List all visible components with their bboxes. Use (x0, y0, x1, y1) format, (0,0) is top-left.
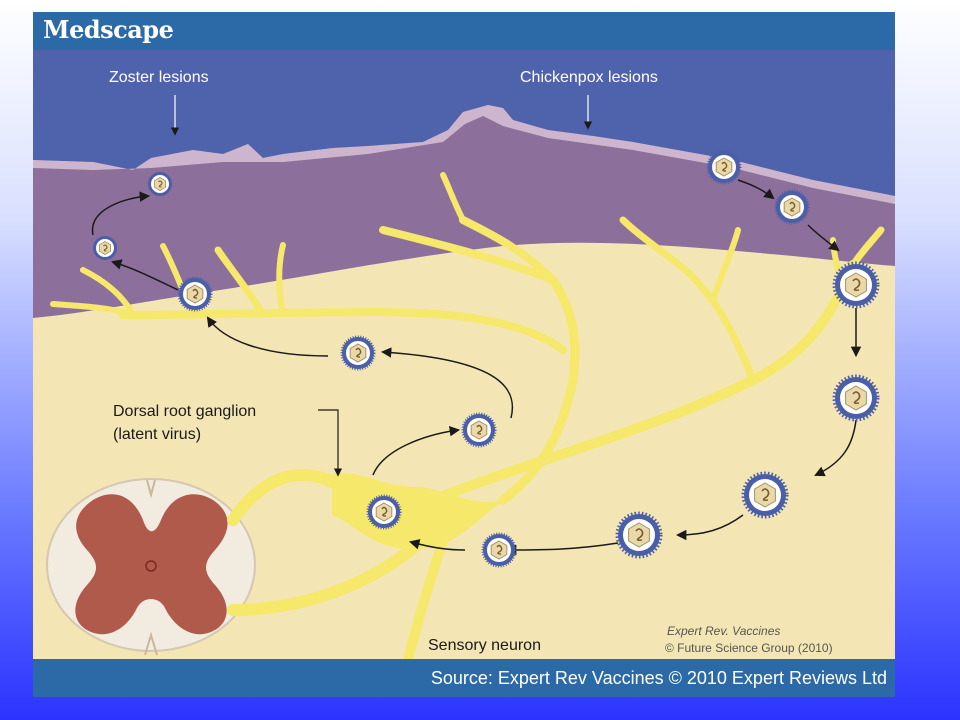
movement-arrows (91, 179, 862, 556)
virus-particle (147, 171, 173, 197)
source-footer: Source: Expert Rev Vaccines © 2010 Exper… (33, 659, 895, 697)
ganglion-leader (318, 409, 343, 477)
virus-particle (618, 514, 660, 556)
medscape-logo: Medscape (43, 15, 174, 44)
virus-particle (92, 235, 118, 261)
virus-particle (835, 377, 877, 419)
virus-particle (366, 494, 402, 530)
spinal-cord (46, 478, 256, 656)
varicella-diagram: Zoster lesions Chickenpox lesions Dorsal… (33, 50, 895, 659)
credit-copyright: © Future Science Group (2010) (665, 641, 833, 655)
source-text: Source: Expert Rev Vaccines © 2010 Exper… (430, 668, 887, 688)
virus-particle (340, 335, 376, 371)
virus-particle (481, 532, 517, 568)
zoster-lesions-label: Zoster lesions (109, 69, 209, 86)
virus-particle (461, 412, 497, 448)
virus-particle (744, 474, 786, 516)
label-leaders (170, 95, 593, 136)
sensory-neuron-label: Sensory neuron (428, 637, 541, 654)
skin-surface (33, 105, 895, 204)
figure-frame: Medscape (33, 12, 895, 697)
virus-particle (706, 149, 742, 185)
ganglion-label-line1: Dorsal root ganglion (113, 403, 256, 420)
header-bar: Medscape (33, 12, 895, 50)
credit-journal: Expert Rev. Vaccines (667, 624, 780, 638)
virus-particle (177, 276, 213, 312)
virus-particle (835, 264, 877, 306)
chickenpox-lesions-label: Chickenpox lesions (520, 69, 658, 86)
ganglion-label-line2: (latent virus) (113, 426, 201, 443)
virus-particle (774, 189, 810, 225)
